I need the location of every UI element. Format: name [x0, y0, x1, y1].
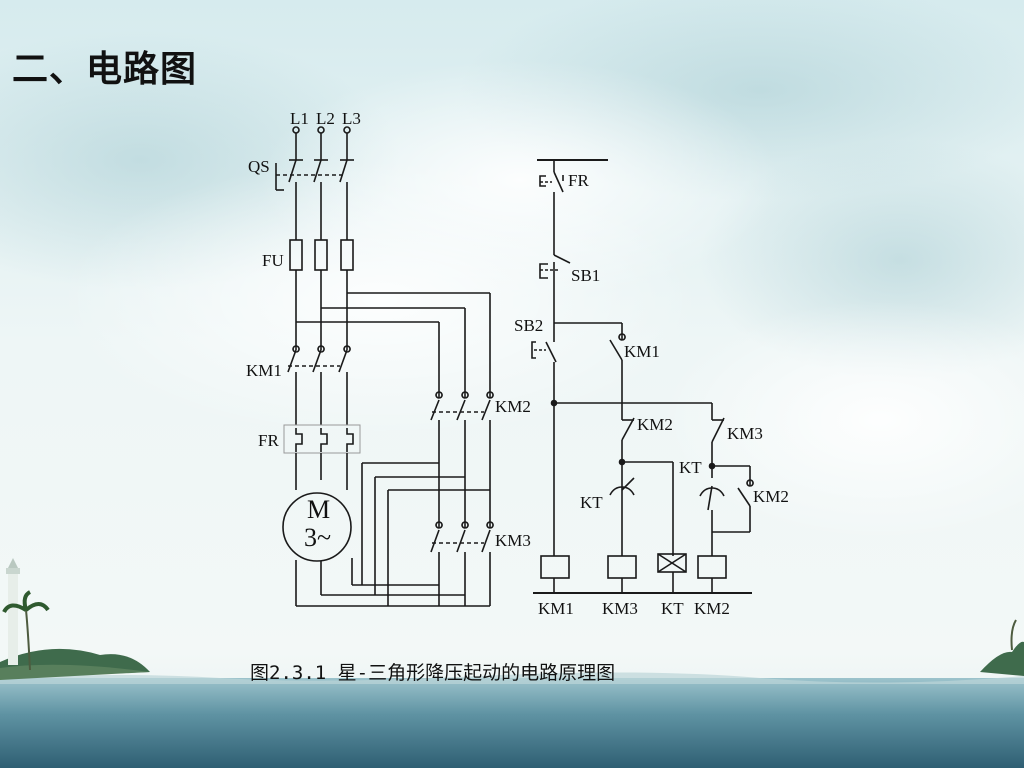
qs-switch [275, 159, 354, 240]
label-km3-main: KM3 [495, 531, 531, 550]
label-km2-main: KM2 [495, 397, 531, 416]
motor [282, 492, 490, 607]
coil-km2 [697, 555, 727, 593]
label-l3: L3 [342, 109, 361, 128]
label-kt-nc: KT [580, 493, 603, 512]
motor-return-wires [361, 462, 490, 606]
label-coil-km2: KM2 [694, 599, 730, 618]
label-coil-km3: KM3 [602, 599, 638, 618]
island-right [980, 619, 1024, 676]
km3-nc-interlock [711, 403, 725, 478]
km3-main-contacts [430, 521, 494, 606]
label-km1-aux: KM1 [624, 342, 660, 361]
label-km1-main: KM1 [246, 361, 282, 380]
kt-delayed-nc [609, 477, 635, 496]
coil-kt [657, 553, 687, 593]
sb2-start-button [531, 323, 557, 556]
control-circuit [531, 159, 754, 594]
fr-nc-contact [539, 171, 564, 255]
fr-thermal-element [283, 424, 361, 490]
km2-main-contacts [430, 391, 494, 528]
label-fr-ctrl: FR [568, 171, 589, 190]
sb1-stop-button [539, 254, 571, 323]
km1-aux-contact [609, 323, 626, 403]
supply-terminals [292, 126, 351, 160]
motor-m-label: M [307, 495, 330, 524]
label-sb2: SB2 [514, 316, 543, 335]
label-coil-km1: KM1 [538, 599, 574, 618]
slide-title: 二、电路图 [12, 49, 198, 90]
island-left [0, 558, 150, 680]
motor-phase-label: 3~ [304, 523, 331, 552]
label-km2-hold: KM2 [753, 487, 789, 506]
label-kt-no: KT [679, 458, 702, 477]
label-sb1: SB1 [571, 266, 600, 285]
km2-hold-contact [712, 479, 754, 533]
label-km3-interlock: KM3 [727, 424, 763, 443]
label-l2: L2 [316, 109, 335, 128]
main-circuit [275, 126, 494, 607]
km1-main-contacts [287, 345, 351, 425]
coil-km1 [540, 555, 570, 593]
label-km2-interlock: KM2 [637, 415, 673, 434]
label-qs: QS [248, 157, 270, 176]
label-coil-kt: KT [661, 599, 684, 618]
coil-km3 [607, 555, 637, 593]
label-fu: FU [262, 251, 284, 270]
fu-fuses [289, 239, 354, 350]
diagram-caption: 图2.3.1 星-三角形降压起动的电路原理图 [250, 662, 616, 684]
label-l1: L1 [290, 109, 309, 128]
kt-delayed-no [699, 485, 725, 556]
label-fr-main: FR [258, 431, 279, 450]
delta-feed-wires [296, 292, 491, 398]
